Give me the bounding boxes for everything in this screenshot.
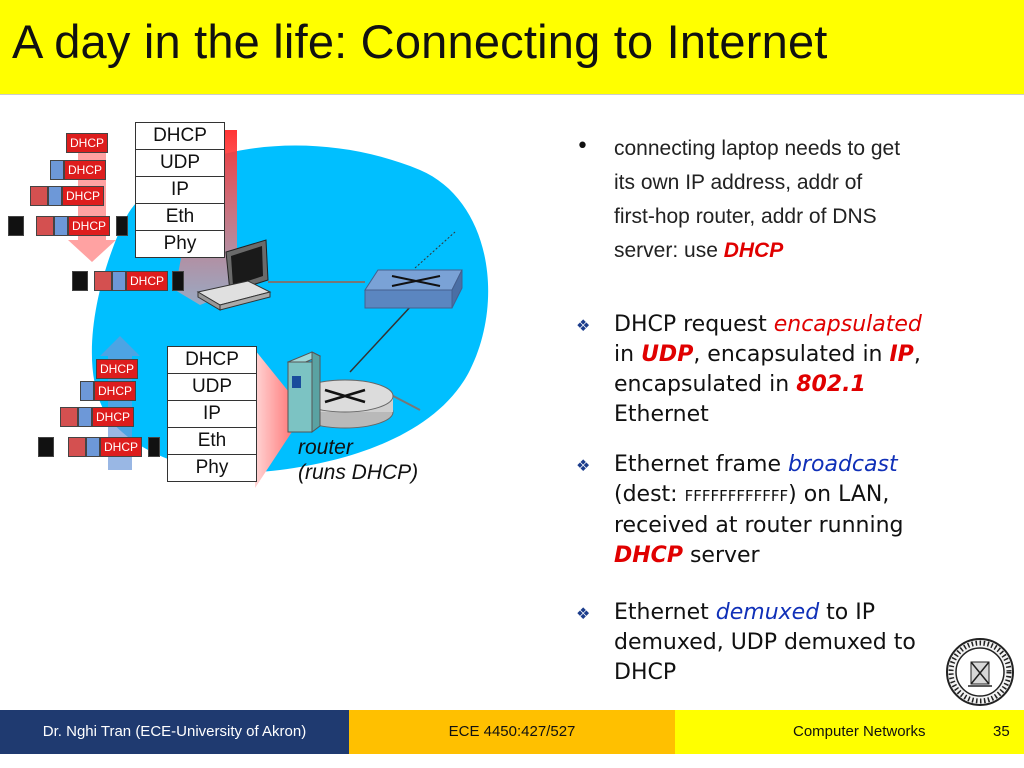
ip-header bbox=[36, 216, 54, 236]
dhcp-segment: DHCP bbox=[100, 437, 143, 457]
ip-header bbox=[30, 186, 48, 206]
university-seal-icon bbox=[944, 636, 1016, 708]
packet-udp: DHCP bbox=[50, 159, 107, 181]
udp-header bbox=[86, 437, 100, 457]
layer-ip: IP bbox=[136, 177, 224, 204]
udp-header bbox=[48, 186, 62, 206]
dhcp-segment: DHCP bbox=[66, 133, 109, 153]
laptop-icon bbox=[196, 239, 272, 311]
packet-ip: DHCP bbox=[30, 185, 105, 207]
dhcp-segment: DHCP bbox=[126, 271, 169, 291]
packet-eth: DHCP bbox=[38, 436, 161, 458]
eth-trailer bbox=[172, 271, 185, 291]
eth-trailer bbox=[116, 216, 129, 236]
dhcp-segment: DHCP bbox=[94, 381, 137, 401]
layer-eth: Eth bbox=[168, 428, 256, 455]
router-caption-line1: router bbox=[298, 436, 353, 459]
title-bar: A day in the life: Connecting to Interne… bbox=[0, 0, 1024, 95]
footer-course-code: ECE 4450:427/527 bbox=[349, 710, 675, 754]
bullet-intro-text: connecting laptop needs to get its own I… bbox=[614, 137, 901, 262]
packet-on-wire: DHCP bbox=[72, 270, 185, 292]
layer-udp: UDP bbox=[168, 374, 256, 401]
bullet-dot-icon: • bbox=[576, 134, 589, 159]
slide-footer: Dr. Nghi Tran (ECE-University of Akron) … bbox=[0, 710, 1024, 754]
layer-ip: IP bbox=[168, 401, 256, 428]
eth-header bbox=[8, 216, 24, 236]
udp-header bbox=[112, 271, 126, 291]
server-icon bbox=[286, 351, 322, 433]
layer-phy: Phy bbox=[163, 233, 197, 254]
udp-header bbox=[80, 381, 94, 401]
layer-dhcp: DHCP bbox=[168, 347, 256, 374]
udp-header bbox=[78, 407, 92, 427]
layer-eth: Eth bbox=[136, 204, 224, 231]
packet-dhcp: DHCP bbox=[96, 358, 139, 380]
footer-right: Computer Networks 35 bbox=[675, 710, 1024, 754]
bullet-demux: ❖ Ethernet demuxed to IP demuxed, UDP de… bbox=[576, 600, 916, 685]
udp-header bbox=[50, 160, 64, 180]
dhcp-segment: DHCP bbox=[64, 160, 107, 180]
network-diagram: DHCP UDP IP Eth Phy DHCP UDP IP Eth Phy … bbox=[0, 94, 520, 514]
diamond-bullet-icon: ❖ bbox=[576, 604, 591, 623]
router-icon bbox=[296, 379, 394, 429]
dhcp-segment: DHCP bbox=[92, 407, 135, 427]
ip-header bbox=[68, 437, 86, 457]
eth-header bbox=[38, 437, 54, 457]
dhcp-segment: DHCP bbox=[96, 359, 139, 379]
bullet-intro: • connecting laptop needs to get its own… bbox=[572, 132, 1002, 268]
eth-header bbox=[72, 271, 88, 291]
router-caption: router (runs DHCP) bbox=[298, 435, 418, 485]
footer-author: Dr. Nghi Tran (ECE-University of Akron) bbox=[0, 710, 349, 754]
bullet-encapsulation: ❖ DHCP request encapsulated in UDP, enca… bbox=[576, 312, 922, 427]
bullet-broadcast: ❖ Ethernet frame broadcast (dest: FFFFFF… bbox=[576, 452, 904, 568]
ip-header bbox=[94, 271, 112, 291]
packet-udp: DHCP bbox=[80, 380, 137, 402]
footer-course-name: Computer Networks bbox=[793, 723, 926, 740]
diamond-bullet-icon: ❖ bbox=[576, 456, 591, 475]
ip-header bbox=[60, 407, 78, 427]
udp-header bbox=[54, 216, 68, 236]
dhcp-segment: DHCP bbox=[68, 216, 111, 236]
layer-dhcp: DHCP bbox=[136, 123, 224, 150]
dhcp-segment: DHCP bbox=[62, 186, 105, 206]
emphasis-dhcp: DHCP bbox=[723, 239, 784, 262]
eth-trailer bbox=[148, 437, 161, 457]
switch-icon bbox=[364, 269, 463, 309]
packet-ip: DHCP bbox=[60, 406, 135, 428]
packet-dhcp: DHCP bbox=[66, 132, 109, 154]
slide-title: A day in the life: Connecting to Interne… bbox=[12, 15, 828, 68]
layer-udp: UDP bbox=[136, 150, 224, 177]
laptop-protocol-stack: DHCP UDP IP Eth Phy bbox=[135, 122, 225, 258]
router-protocol-stack: DHCP UDP IP Eth Phy bbox=[167, 346, 257, 482]
diamond-bullet-icon: ❖ bbox=[576, 316, 591, 335]
layer-phy: Phy bbox=[195, 457, 229, 478]
packet-eth: DHCP bbox=[8, 215, 129, 237]
router-caption-line2: (runs DHCP) bbox=[298, 461, 419, 484]
page-number: 35 bbox=[993, 723, 1010, 740]
